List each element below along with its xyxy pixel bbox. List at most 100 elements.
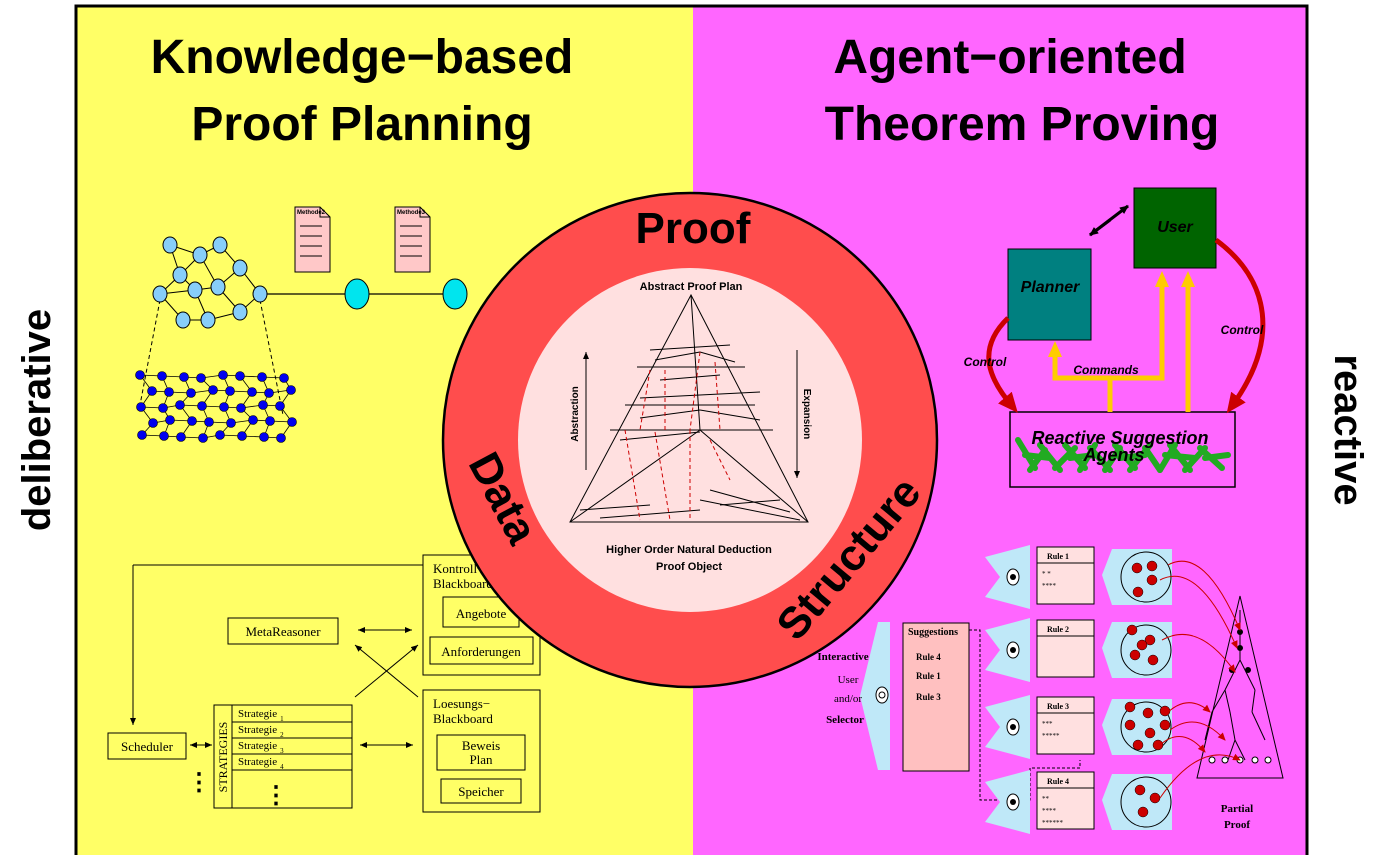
graph-node <box>198 433 208 443</box>
svg-text:Expansion: Expansion <box>801 389 812 440</box>
graph-node <box>252 285 268 303</box>
svg-text:Control: Control <box>964 355 1007 369</box>
proof-pyramid: Abstract Proof Plan Higher Order Natural… <box>569 281 812 573</box>
svg-text:and/or: and/or <box>834 693 862 705</box>
graph-node <box>286 385 296 395</box>
svg-text:Proof Object: Proof Object <box>656 561 722 573</box>
rule-box <box>1036 771 1095 830</box>
rule-line: ** <box>1042 795 1050 803</box>
graph-node <box>275 401 285 411</box>
method-document: Methode3 <box>394 206 431 273</box>
proof-node <box>1221 756 1229 764</box>
metareasoner-box <box>227 617 339 645</box>
rule-box <box>1036 619 1095 678</box>
graph-node <box>137 430 147 440</box>
control-arrow <box>1214 237 1266 414</box>
right-heading-line2: Theorem Proving <box>825 98 1220 151</box>
graph-node <box>186 388 196 398</box>
graph-node <box>225 386 235 396</box>
agent-stroke <box>1027 447 1048 473</box>
graph-node <box>276 433 286 443</box>
svg-text:Abstract Proof Plan: Abstract Proof Plan <box>640 281 743 293</box>
graph-node <box>248 415 258 425</box>
agent-circle <box>1120 551 1172 603</box>
graph-node <box>204 417 214 427</box>
graph-node <box>236 403 246 413</box>
rule-row: Rule 3******** <box>985 695 1172 759</box>
graph-node <box>187 281 203 299</box>
strategies-dots: ⋮ <box>264 782 288 809</box>
method-network: Methode2 Methode3 <box>135 206 468 443</box>
agent-dot <box>1137 806 1149 818</box>
rule-name: Rule 4 <box>1047 777 1069 786</box>
suggestions-box <box>902 622 970 772</box>
svg-text:Partial: Partial <box>1221 803 1253 815</box>
svg-text:Speicher: Speicher <box>458 784 504 799</box>
proof-node <box>1237 629 1243 635</box>
rule-row: Rule 1* ***** <box>985 545 1172 609</box>
side-label-reactive: reactive <box>1326 354 1370 505</box>
agent-dot <box>1142 707 1154 719</box>
graph-node <box>172 266 188 284</box>
svg-text:Selector: Selector <box>826 714 864 726</box>
svg-text:Methode2: Methode2 <box>297 210 326 216</box>
agent-stroke <box>1067 452 1098 461</box>
graph-node <box>257 372 267 382</box>
connection-arrow <box>1159 736 1206 753</box>
svg-text:Rule 3: Rule 3 <box>916 692 941 702</box>
svg-text:Rule 1: Rule 1 <box>916 671 941 681</box>
method-document: Methode2 <box>294 206 331 273</box>
graph-node <box>179 372 189 382</box>
graph-node <box>176 432 186 442</box>
agent-dot <box>1134 784 1146 796</box>
connection-arrow <box>1159 753 1241 799</box>
rule-name: Rule 1 <box>1047 552 1069 561</box>
strategies-box <box>213 704 353 809</box>
connection-arrow <box>1161 633 1236 673</box>
proof-node <box>1251 756 1259 764</box>
agent-dot <box>1136 639 1148 651</box>
rule-line: ****** <box>1042 819 1064 827</box>
svg-text:Loesungs−: Loesungs− <box>433 696 490 711</box>
graph-node <box>208 385 218 395</box>
svg-text:Anforderungen: Anforderungen <box>441 644 521 659</box>
rule-box <box>1036 546 1095 605</box>
svg-text:Proof: Proof <box>1224 819 1250 831</box>
graph-node <box>265 416 275 426</box>
blackboard-architecture: Kontroll− Blackboard Angebote Anforderun… <box>107 554 541 813</box>
graph-node <box>175 311 191 329</box>
right-heading-line1: Agent−oriented <box>833 31 1186 84</box>
reactive-agents-label: Agents <box>1082 445 1144 465</box>
rule-name: Rule 3 <box>1047 702 1069 711</box>
rule-line: **** <box>1042 807 1057 815</box>
graph-node <box>218 370 228 380</box>
svg-text:Higher Order Natural Deduction: Higher Order Natural Deduction <box>606 544 772 556</box>
planner-box <box>1007 248 1092 341</box>
svg-text:Suggestions: Suggestions <box>908 627 958 638</box>
pyramid-outline <box>569 293 809 523</box>
scheduler-dots: ⋮ <box>187 769 211 796</box>
svg-text:Rule 4: Rule 4 <box>916 652 941 662</box>
graph-node <box>148 418 158 428</box>
agent-stroke <box>1202 452 1231 461</box>
graph-node <box>232 303 248 321</box>
graph-node <box>232 259 248 277</box>
agent-circle <box>1120 701 1172 753</box>
proof-node <box>1208 756 1216 764</box>
svg-text:Abstraction: Abstraction <box>570 386 581 442</box>
rule-line: * * <box>1042 570 1051 578</box>
graph-node <box>237 431 247 441</box>
graph-node <box>152 285 168 303</box>
graph-node <box>258 400 268 410</box>
agent-dot <box>1126 624 1138 636</box>
side-label-deliberative: deliberative <box>15 309 59 531</box>
svg-text:User: User <box>838 674 859 686</box>
agent-architecture: Reactive Suggestion Agents Planner User … <box>964 187 1266 488</box>
graph-node <box>162 236 178 254</box>
reactive-agents-label: Reactive Suggestion <box>1031 428 1208 448</box>
ring-label-proof: Proof <box>636 204 751 253</box>
svg-text:Kontroll−: Kontroll− <box>433 561 484 576</box>
agent-stroke <box>1142 445 1163 473</box>
